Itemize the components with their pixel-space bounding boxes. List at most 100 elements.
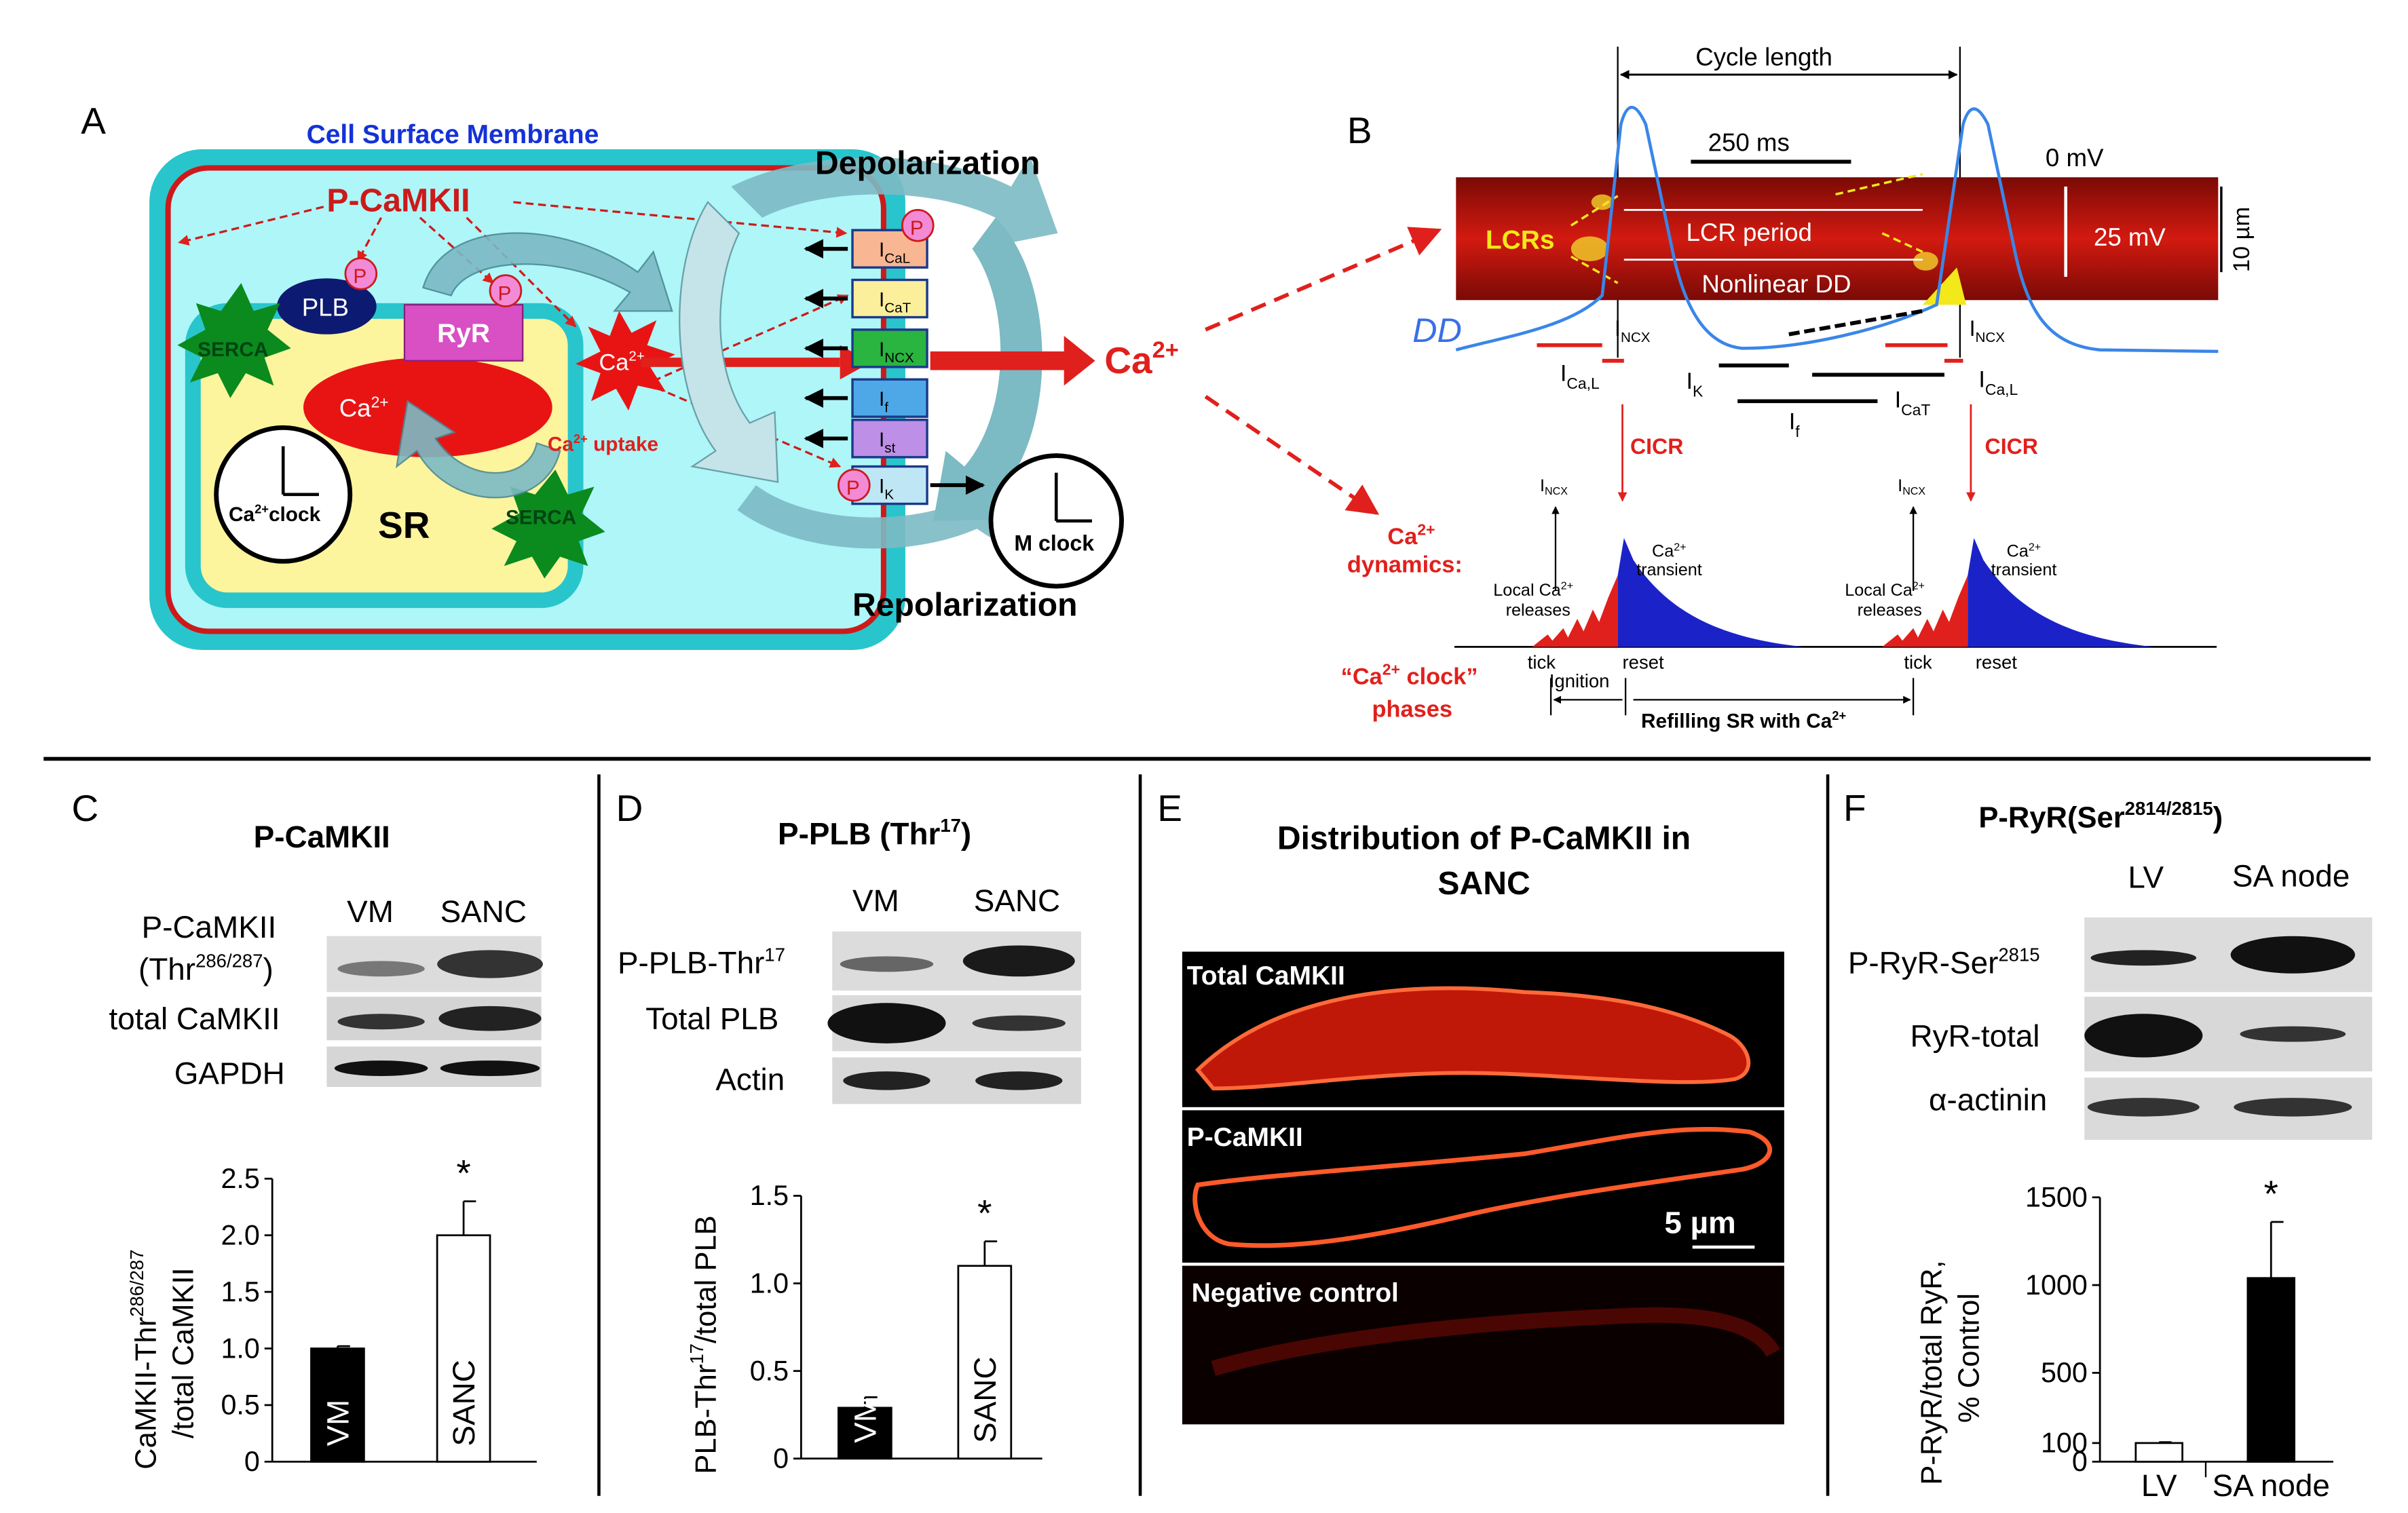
- image-p-camkii-label: P-CaMKII: [1187, 1123, 1303, 1152]
- ryr-phospho: [489, 274, 523, 307]
- lcrs-label: LCRs: [1486, 226, 1555, 255]
- tick-label-1: tick: [1528, 652, 1556, 673]
- serca-pump-left: [177, 283, 291, 398]
- ical-phospho-label: P: [910, 217, 924, 240]
- ical-label-2: ICa,L: [1978, 367, 2018, 398]
- lcr-period-label: LCR period: [1686, 218, 1811, 246]
- image-total-label: Total CaMKII: [1187, 961, 1345, 991]
- panel-f-col-sanode: SA node: [2232, 858, 2350, 893]
- transient-label-1: transient: [1636, 560, 1702, 579]
- bar-category-label: SANC: [447, 1360, 481, 1446]
- panel-f-row-pryr: P-RyR-Ser2815: [1848, 944, 2040, 980]
- ca-dynamics-label-2: dynamics:: [1347, 552, 1463, 577]
- ca-clock-label: Ca2+clock: [229, 501, 321, 525]
- time-scale-label: 250 ms: [1708, 128, 1790, 156]
- y-tick-label: 1500: [2025, 1181, 2088, 1212]
- bar-sanc: [957, 1265, 1013, 1460]
- y-tick-label: 1.0: [221, 1333, 259, 1364]
- sr-label: SR: [378, 504, 430, 546]
- significance-star: *: [977, 1192, 992, 1234]
- bar-category-label: VM: [320, 1400, 355, 1447]
- negative-control-cell: [1211, 1307, 1780, 1376]
- pcamkii-label: P-CaMKII: [326, 183, 470, 219]
- membrane-cycle-arrow-right: [933, 217, 1042, 521]
- panel-f-row-actinin: α-actinin: [1929, 1082, 2047, 1117]
- repolarization-label: Repolarization: [852, 587, 1077, 624]
- icat-label: ICaT: [1895, 387, 1931, 418]
- channel-arrows: [804, 239, 985, 495]
- panel-b: B Cycle length 250 ms 0 mV 25 mV 10 µm L…: [1341, 43, 2255, 732]
- panel-c-blot: [326, 936, 543, 1088]
- ca-efflux-arrow: [930, 351, 1068, 370]
- channel-icat: [851, 278, 928, 319]
- tick-label-2: tick: [1904, 652, 1932, 673]
- if-label: If: [1789, 409, 1801, 440]
- local-ca-releases-2: [1882, 575, 1968, 647]
- refilling-label: Refilling SR with Ca2+: [1641, 708, 1846, 732]
- panel-f-row-total: RyR-total: [1911, 1018, 2040, 1053]
- ca-transient-1: [1617, 537, 1805, 647]
- plb-phospho-label: P: [353, 265, 366, 288]
- ical-label-1: ICa,L: [1560, 361, 1600, 392]
- panel-e: E Distribution of P-CaMKII in SANC Total…: [1157, 787, 1784, 1425]
- bar-category-label: SANC: [968, 1357, 1002, 1443]
- ik-phospho-label: P: [846, 477, 860, 499]
- panel-e-letter: E: [1157, 787, 1182, 829]
- ca-clock: [214, 425, 353, 564]
- panel-d-row-pplb: P-PLB-Thr17: [618, 944, 785, 980]
- lcr-ignition-spot: [1922, 267, 1967, 305]
- panel-d-title: P-PLB (Thr17): [778, 815, 971, 851]
- cycle-length-label: Cycle length: [1695, 43, 1832, 71]
- significance-star: *: [456, 1152, 470, 1194]
- transient-label-2: transient: [1991, 560, 2057, 579]
- panel-e-title-1: Distribution of P-CaMKII in: [1277, 820, 1691, 856]
- incx-label-2: INCX: [1970, 316, 2006, 345]
- y-tick-label: 1000: [2025, 1269, 2088, 1301]
- panel-c: C P-CaMKII VM SANC P-CaMKII (Thr286/287)…: [72, 787, 543, 1477]
- y-tick-label: 0: [773, 1443, 789, 1474]
- panel-d-row-actin: Actin: [715, 1062, 785, 1097]
- y-tick-label: 0: [2072, 1446, 2088, 1477]
- depolarization-label: Depolarization: [815, 145, 1040, 182]
- image-scale-label: 5 µm: [1664, 1205, 1735, 1240]
- bar-lv: [2134, 1442, 2183, 1463]
- x-tick-label: LV: [2141, 1468, 2177, 1503]
- ca-uptake-label: Ca2+ uptake: [548, 432, 658, 455]
- ik-label: IK: [1686, 368, 1704, 400]
- cicr-label-2: CICR: [1985, 434, 2038, 459]
- a-to-b-arrows: [1204, 227, 1442, 515]
- panel-d: D P-PLB (Thr17) VM SANC P-PLB-Thr17 Tota…: [616, 787, 1081, 1474]
- serca-right-label: SERCA: [506, 506, 576, 529]
- incx-dyn-label-1: INCX: [1540, 476, 1568, 497]
- panel-c-col-vm: VM: [347, 894, 394, 929]
- panel-a-letter: A: [81, 100, 106, 142]
- ca-burst-label: Ca2+: [599, 349, 644, 376]
- channel-ist: [851, 419, 928, 459]
- y-tick-label: 0.5: [221, 1390, 259, 1421]
- y-tick-label: 2.0: [221, 1219, 259, 1250]
- channel-incx-label: INCX: [879, 339, 914, 366]
- panel-f-col-lv: LV: [2128, 860, 2164, 895]
- y-tick-label: 100: [2041, 1428, 2088, 1459]
- reset-label-2: reset: [1976, 652, 2017, 673]
- panel-d-letter: D: [616, 787, 643, 829]
- serca-left-label: SERCA: [197, 339, 268, 361]
- panel-d-blot: [827, 931, 1081, 1105]
- panel-c-ylabel-2: /total CaMKII: [167, 1267, 200, 1438]
- channel-ical-label: ICaL: [879, 239, 910, 266]
- panel-f-ylabel-1: P-RyR/total RyR,: [1915, 1260, 1948, 1485]
- sr-ca-label: Ca2+: [339, 393, 389, 422]
- y-tick-label: 0: [244, 1446, 260, 1477]
- plb-phospho: [344, 257, 378, 290]
- current-bars: [1537, 343, 1963, 404]
- panel-d-ylabel: PLB-Thr17/total PLB: [686, 1215, 722, 1474]
- panel-c-row-total: total CaMKII: [109, 1001, 280, 1036]
- panel-a: A Cell Surface Membrane P-CaMKII PLB P S…: [81, 100, 1179, 651]
- panel-f-ylabel-2: % Control: [1953, 1293, 1985, 1423]
- panel-c-row-thr: (Thr286/287): [138, 951, 274, 987]
- cicr-label-1: CICR: [1630, 434, 1683, 459]
- serca-pump-right: [491, 470, 605, 579]
